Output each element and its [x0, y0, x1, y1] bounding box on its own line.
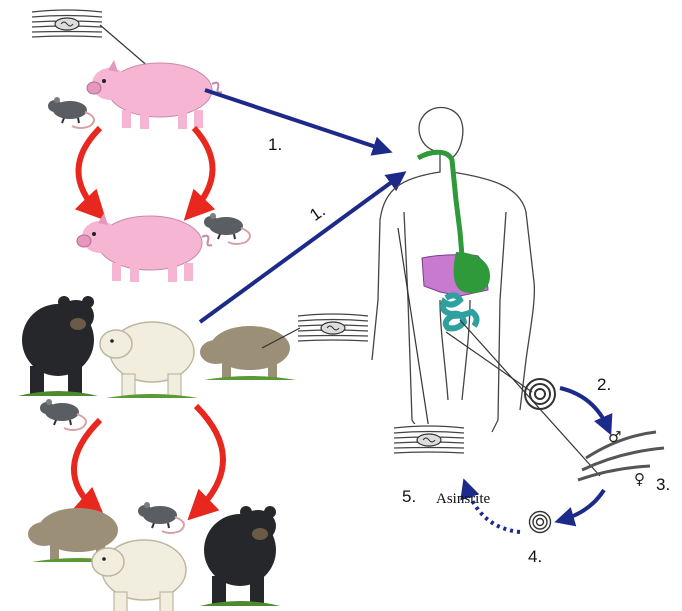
rat-icon: [48, 97, 94, 128]
larva-cyst-icon: [525, 379, 555, 409]
male-symbol: ♂: [608, 428, 621, 446]
step-5-label: 5.: [402, 487, 416, 506]
bear-icon: [200, 506, 280, 606]
infection-arrow: [200, 176, 400, 322]
pointer-line: [100, 25, 150, 68]
intestine-icon: [443, 295, 477, 328]
muscle-tissue-icon: [394, 424, 464, 456]
step-1-label: 1.: [306, 201, 329, 225]
muscle-tissue-icon: [298, 312, 368, 344]
step-3-label: 3.: [656, 475, 670, 494]
rat-icon: [138, 502, 184, 533]
pig-icon: [87, 60, 222, 129]
rat-icon: [204, 213, 250, 244]
bear-icon: [18, 296, 98, 396]
cycle-arrow: [74, 420, 100, 510]
female-symbol: ♀: [634, 470, 645, 488]
infection-arrow: [205, 90, 385, 150]
stage-label: Asinsrite: [436, 491, 491, 507]
step-1-label: 1.: [268, 135, 282, 154]
pointer-line: [446, 332, 532, 392]
polar-bear-icon: [92, 540, 190, 611]
cycle-arrow: [560, 388, 608, 428]
cycle-arrow: [562, 490, 604, 520]
boar-icon: [200, 326, 296, 380]
stomach-green: [454, 252, 490, 293]
step-2-label: 2.: [597, 375, 611, 394]
cycle-arrow: [192, 128, 213, 212]
polar-bear-icon: [100, 322, 198, 398]
rat-icon: [40, 399, 86, 430]
cycle-arrow: [78, 128, 100, 212]
larva-icon: [530, 512, 551, 533]
step-4-label: 4.: [528, 547, 542, 566]
pig-icon: [77, 213, 212, 282]
muscle-tissue-icon: [32, 8, 102, 40]
cycle-arrow: [196, 406, 223, 512]
